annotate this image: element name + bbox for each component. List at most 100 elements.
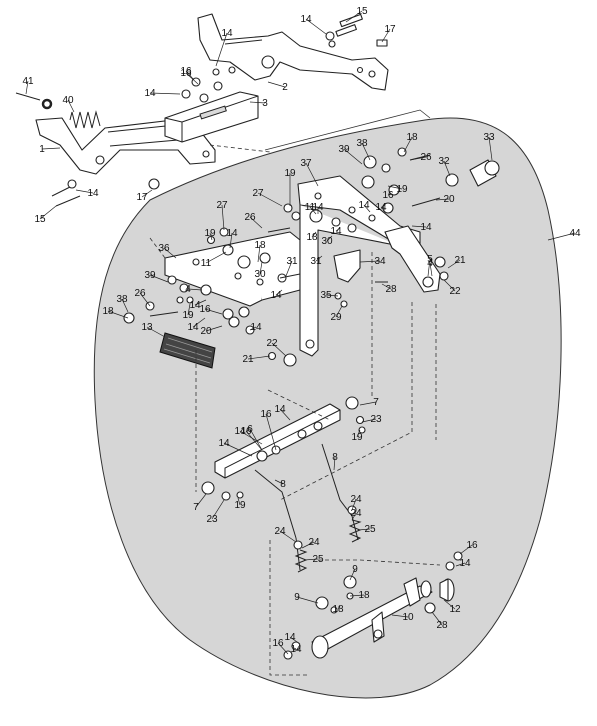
leader-line-c22a — [443, 279, 456, 292]
callout-c16b: 16 — [382, 190, 394, 201]
leader-line-c26a — [409, 156, 427, 161]
callout-c16f: 16 — [272, 638, 284, 649]
callout-c16d: 16 — [260, 409, 272, 420]
leader-line-c14l — [411, 225, 427, 228]
callout-c22b: 22 — [266, 338, 278, 349]
callout-c32: 32 — [438, 156, 450, 167]
callout-c31a: 31 — [286, 256, 298, 267]
callout-c16c: 16 — [199, 304, 211, 315]
leader-line-c19b — [209, 232, 213, 241]
callout-c24c: 24 — [308, 537, 320, 548]
leader-line-c14k — [363, 204, 371, 213]
callout-c19e: 19 — [351, 432, 363, 443]
leader-line-c16f — [277, 642, 289, 655]
callout-c44: 44 — [569, 228, 581, 239]
leader-line-c7b — [195, 493, 207, 508]
callout-c16g: 16 — [240, 426, 252, 437]
callout-c24a: 24 — [350, 494, 362, 505]
callout-c16h: 16 — [180, 68, 192, 79]
callout-c19c: 19 — [396, 184, 408, 195]
leader-line-c14o — [455, 562, 466, 567]
leader-line-c15a — [345, 10, 363, 23]
callout-c27a: 27 — [252, 188, 264, 199]
leader-line-c16h — [185, 72, 199, 85]
leader-line-c23a — [361, 418, 377, 423]
callout-c14o: 14 — [459, 558, 471, 569]
callout-c29: 29 — [330, 312, 342, 323]
callout-c21b: 21 — [242, 354, 254, 365]
leader-line-c5 — [427, 258, 431, 277]
leader-line-c30b — [259, 261, 263, 275]
callout-c18f: 18 — [358, 590, 370, 601]
callout-c20b: 20 — [200, 326, 212, 337]
leader-line-c17a — [381, 28, 391, 43]
leader-line-c19e — [356, 429, 361, 438]
callout-c26b: 26 — [244, 212, 256, 223]
leader-line-c2 — [267, 81, 286, 88]
spring-40 — [69, 110, 101, 129]
leader-line-c38b — [121, 298, 129, 313]
callout-c16e: 16 — [466, 540, 478, 551]
leader-line-c19d — [187, 303, 191, 316]
callout-labels: 1234456778899101111121314141414141414141… — [22, 6, 581, 655]
callout-c14l: 14 — [420, 222, 432, 233]
leader-line-c14j — [249, 326, 257, 331]
callout-c14h: 14 — [189, 300, 201, 311]
callout-c19a: 19 — [284, 168, 296, 179]
leader-line-c19f — [237, 497, 241, 506]
callout-c34: 34 — [374, 256, 386, 267]
leader-line-c24a — [351, 498, 357, 511]
leader-line-c20b — [205, 325, 223, 332]
leader-line-c4b — [429, 262, 433, 277]
callout-c9b: 9 — [294, 592, 300, 603]
callout-c25a: 25 — [364, 524, 376, 535]
callout-c4a: 4 — [185, 284, 191, 295]
callout-c36: 36 — [158, 243, 170, 254]
callout-c15b: 15 — [34, 214, 46, 225]
callout-c1: 1 — [39, 144, 45, 155]
leader-line-c9b — [296, 596, 319, 604]
leader-line-c36 — [163, 247, 177, 259]
callout-c30b: 30 — [254, 269, 266, 280]
leader-line-c27a — [257, 192, 283, 207]
leader-line-c20a — [435, 198, 450, 201]
callout-c18c: 18 — [306, 232, 318, 243]
callout-c17a: 17 — [384, 24, 396, 35]
leader-line-c38a — [361, 142, 371, 161]
leader-line-c28a — [381, 283, 392, 290]
leader-line-c13 — [146, 326, 166, 338]
callout-c39a: 39 — [338, 144, 350, 155]
mounting-bracket-2 — [197, 13, 389, 91]
leader-line-c23b — [211, 499, 225, 520]
leader-line-c31a — [285, 260, 293, 277]
leader-line-c18b — [257, 244, 261, 263]
leader-line-c10 — [391, 614, 409, 618]
callout-c18b: 18 — [254, 240, 266, 251]
callout-c15a: 15 — [356, 6, 368, 17]
leader-line-c28b — [431, 611, 443, 626]
leader-line-c8a — [333, 456, 336, 471]
leader-line-c34 — [359, 260, 381, 263]
callout-c14g: 14 — [270, 290, 282, 301]
leader-line-c21a — [447, 259, 461, 269]
leader-line-c17b — [141, 189, 153, 198]
callout-c10: 10 — [402, 612, 414, 623]
leader-line-c27b — [221, 204, 225, 231]
callout-c6: 6 — [247, 424, 253, 435]
arm-34-5 — [333, 225, 441, 293]
callout-c14e: 14 — [312, 202, 324, 213]
callout-c21a: 21 — [454, 255, 466, 266]
leader-line-c21b — [247, 355, 271, 360]
leader-line-c16d — [265, 413, 277, 451]
guard-cover-3 — [164, 91, 259, 143]
leader-line-c14b — [215, 32, 228, 67]
leader-line-c16g — [245, 430, 263, 451]
callout-c14n: 14 — [218, 438, 230, 449]
leader-line-c22b — [271, 342, 287, 357]
leader-line-c16b — [387, 193, 393, 196]
leader-line-c3 — [249, 101, 266, 104]
leader-line-c24c — [301, 541, 315, 549]
leader-line-c19c — [387, 185, 403, 190]
callout-c12: 12 — [449, 604, 461, 615]
